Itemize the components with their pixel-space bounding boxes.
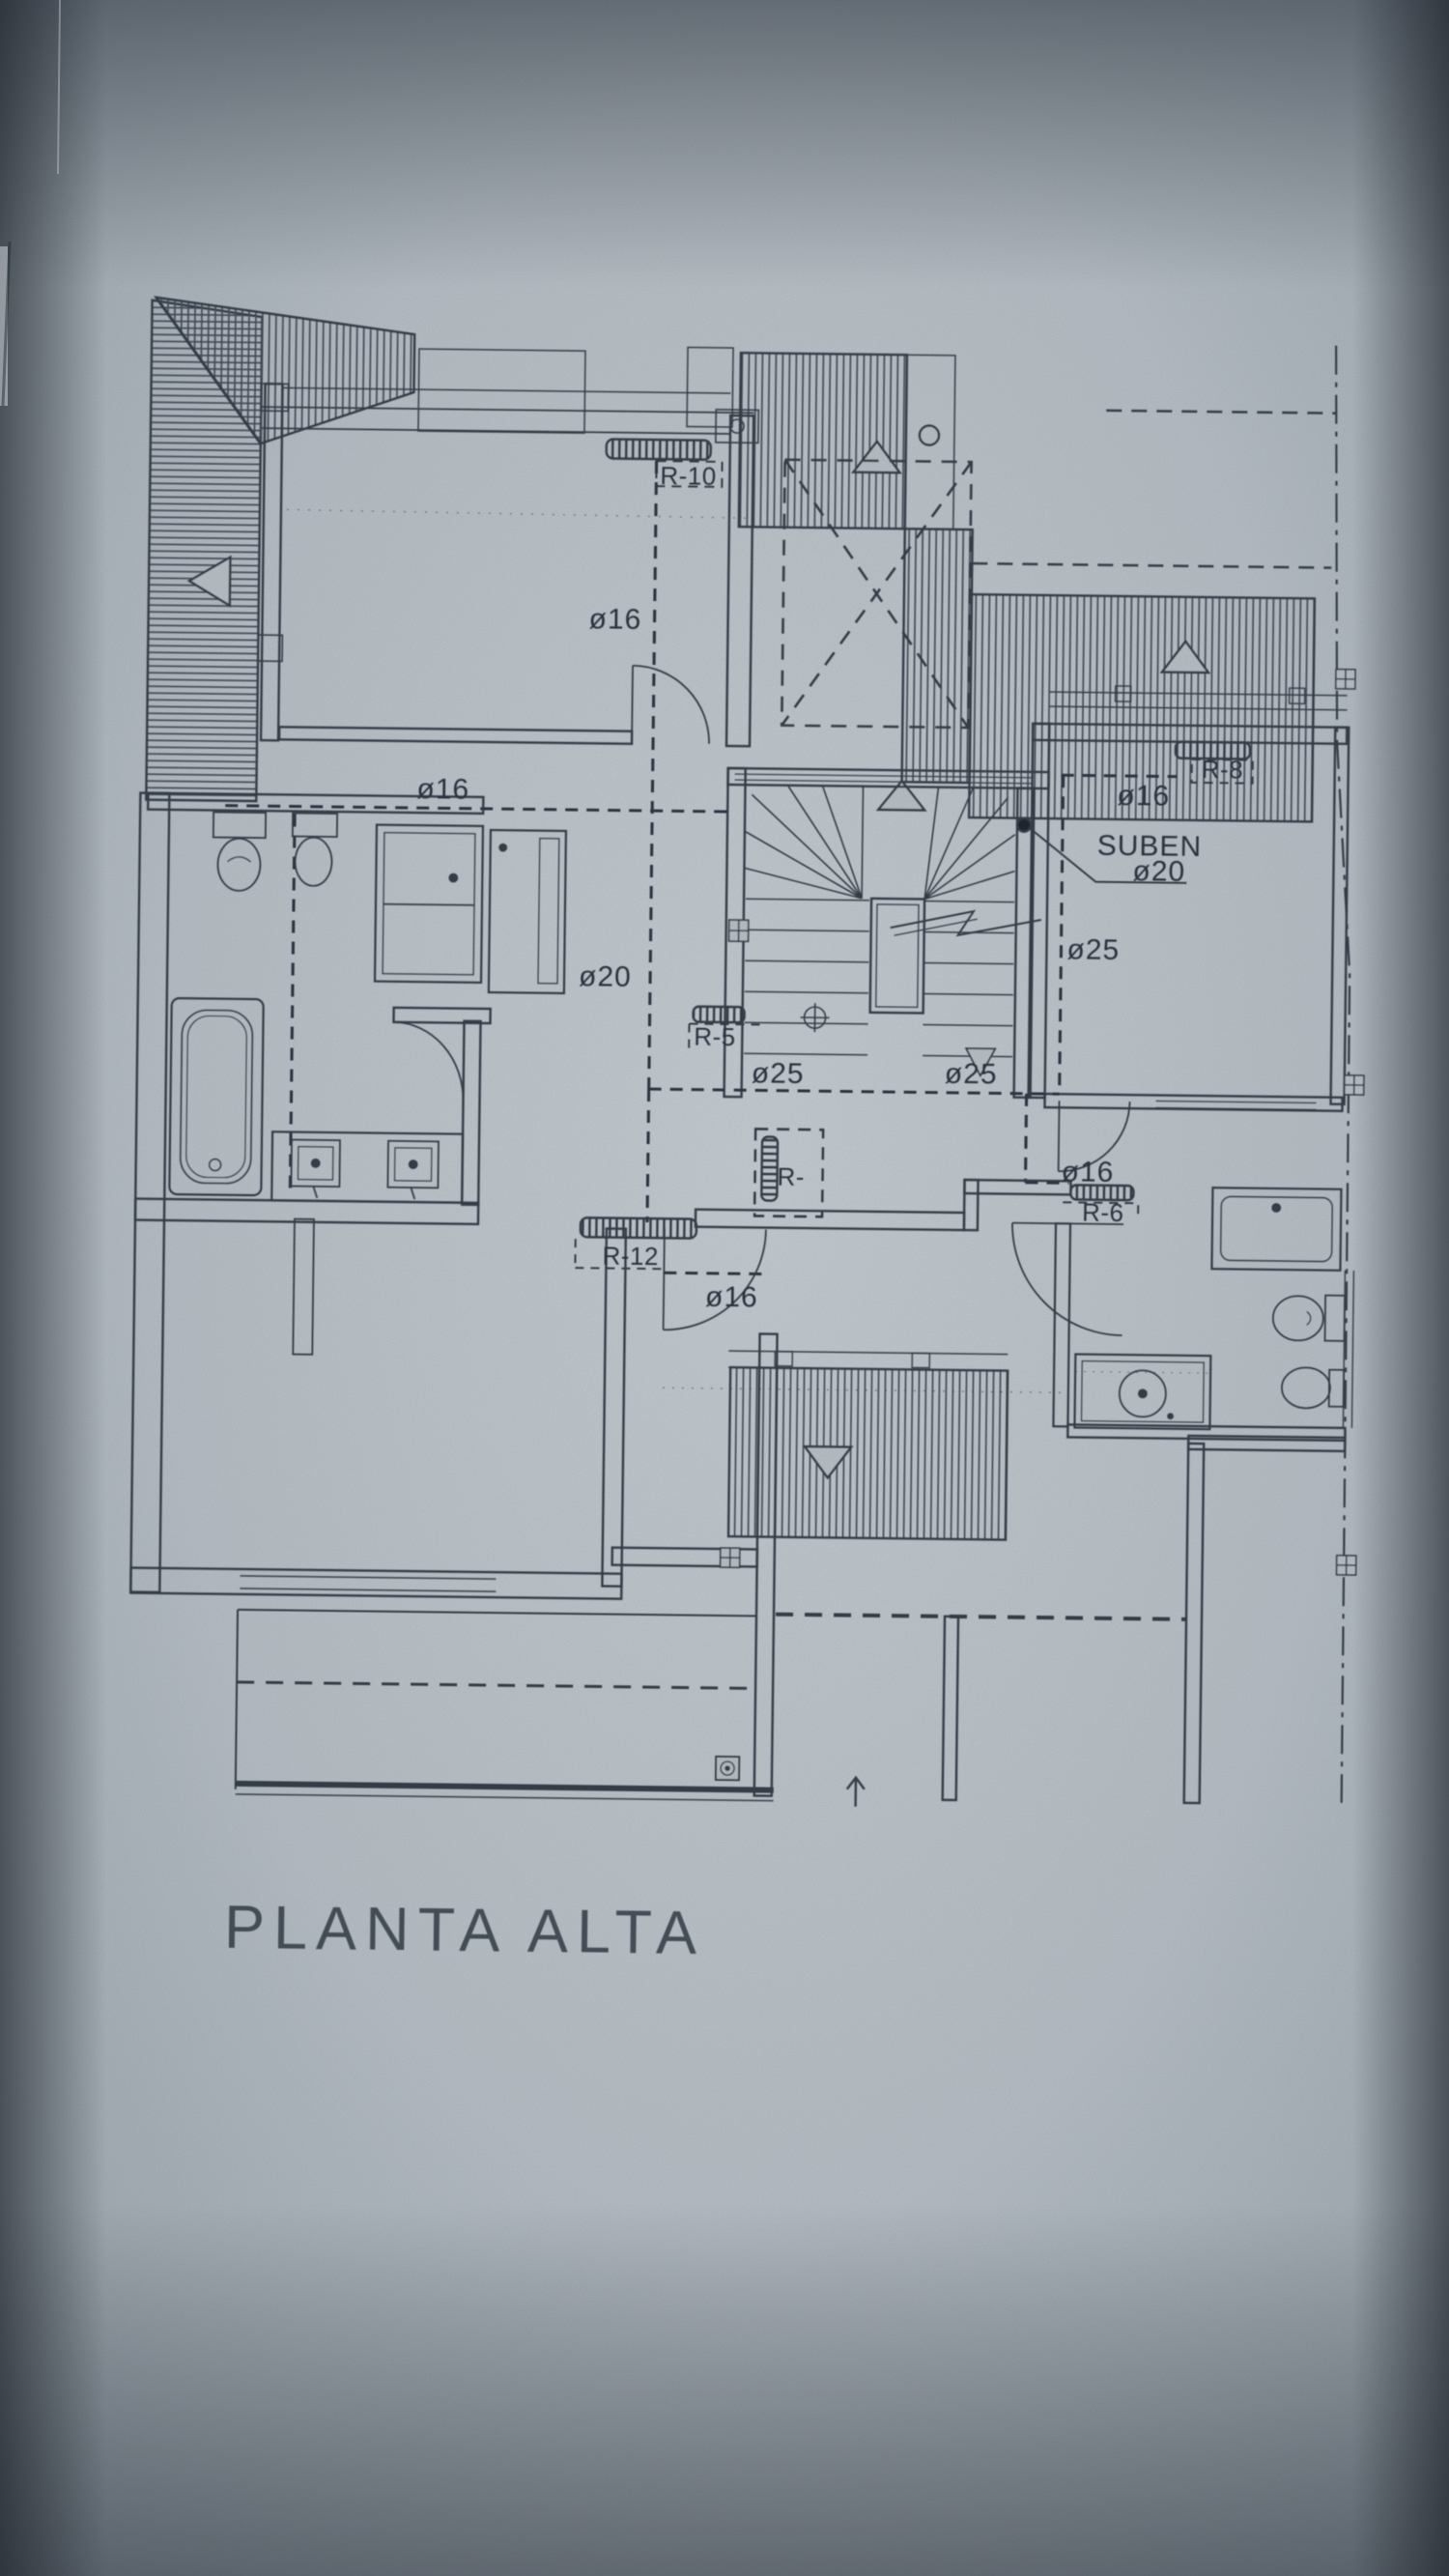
photo-of-floor-plan: R-10 ø16 ø16 ø20 R-5 ø25 ø25 ø25 ø16 R-8… [0, 0, 1449, 2576]
photo-grain-overlay [0, 0, 1449, 2576]
floor-plan-svg: R-10 ø16 ø16 ø20 R-5 ø25 ø25 ø25 ø16 R-8… [0, 0, 1449, 2576]
